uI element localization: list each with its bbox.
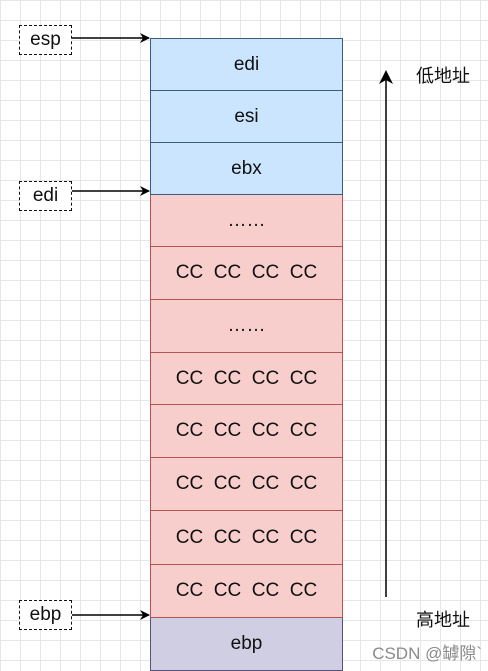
stack-cell-cc: CC CC CC CC (150, 458, 343, 511)
stack-cell-cc: CC CC CC CC (150, 405, 343, 458)
csdn-watermark: CSDN @罅隙` (372, 644, 482, 663)
low-address-label: 低地址 (416, 66, 470, 86)
stack-cell-cc: CC CC CC CC (150, 353, 343, 405)
ebp-register-box: ebp (19, 600, 72, 630)
stack-cell-cc: CC CC CC CC (150, 247, 343, 300)
stack-cell-edi: edi (150, 38, 343, 91)
stack-cell-cc: CC CC CC CC (150, 511, 343, 565)
stack-frame: edi esi ebx …… CC CC CC CC …… CC CC CC C… (150, 38, 343, 671)
stack-cell-cc: CC CC CC CC (150, 565, 343, 618)
stack-cell-ellipsis: …… (150, 195, 343, 247)
stack-cell-ellipsis: …… (150, 300, 343, 353)
edi-register-box: edi (19, 181, 72, 211)
high-address-label: 高地址 (416, 610, 470, 630)
stack-cell-ebx: ebx (150, 143, 343, 195)
esp-register-box: esp (19, 25, 72, 55)
stack-cell-esi: esi (150, 91, 343, 143)
